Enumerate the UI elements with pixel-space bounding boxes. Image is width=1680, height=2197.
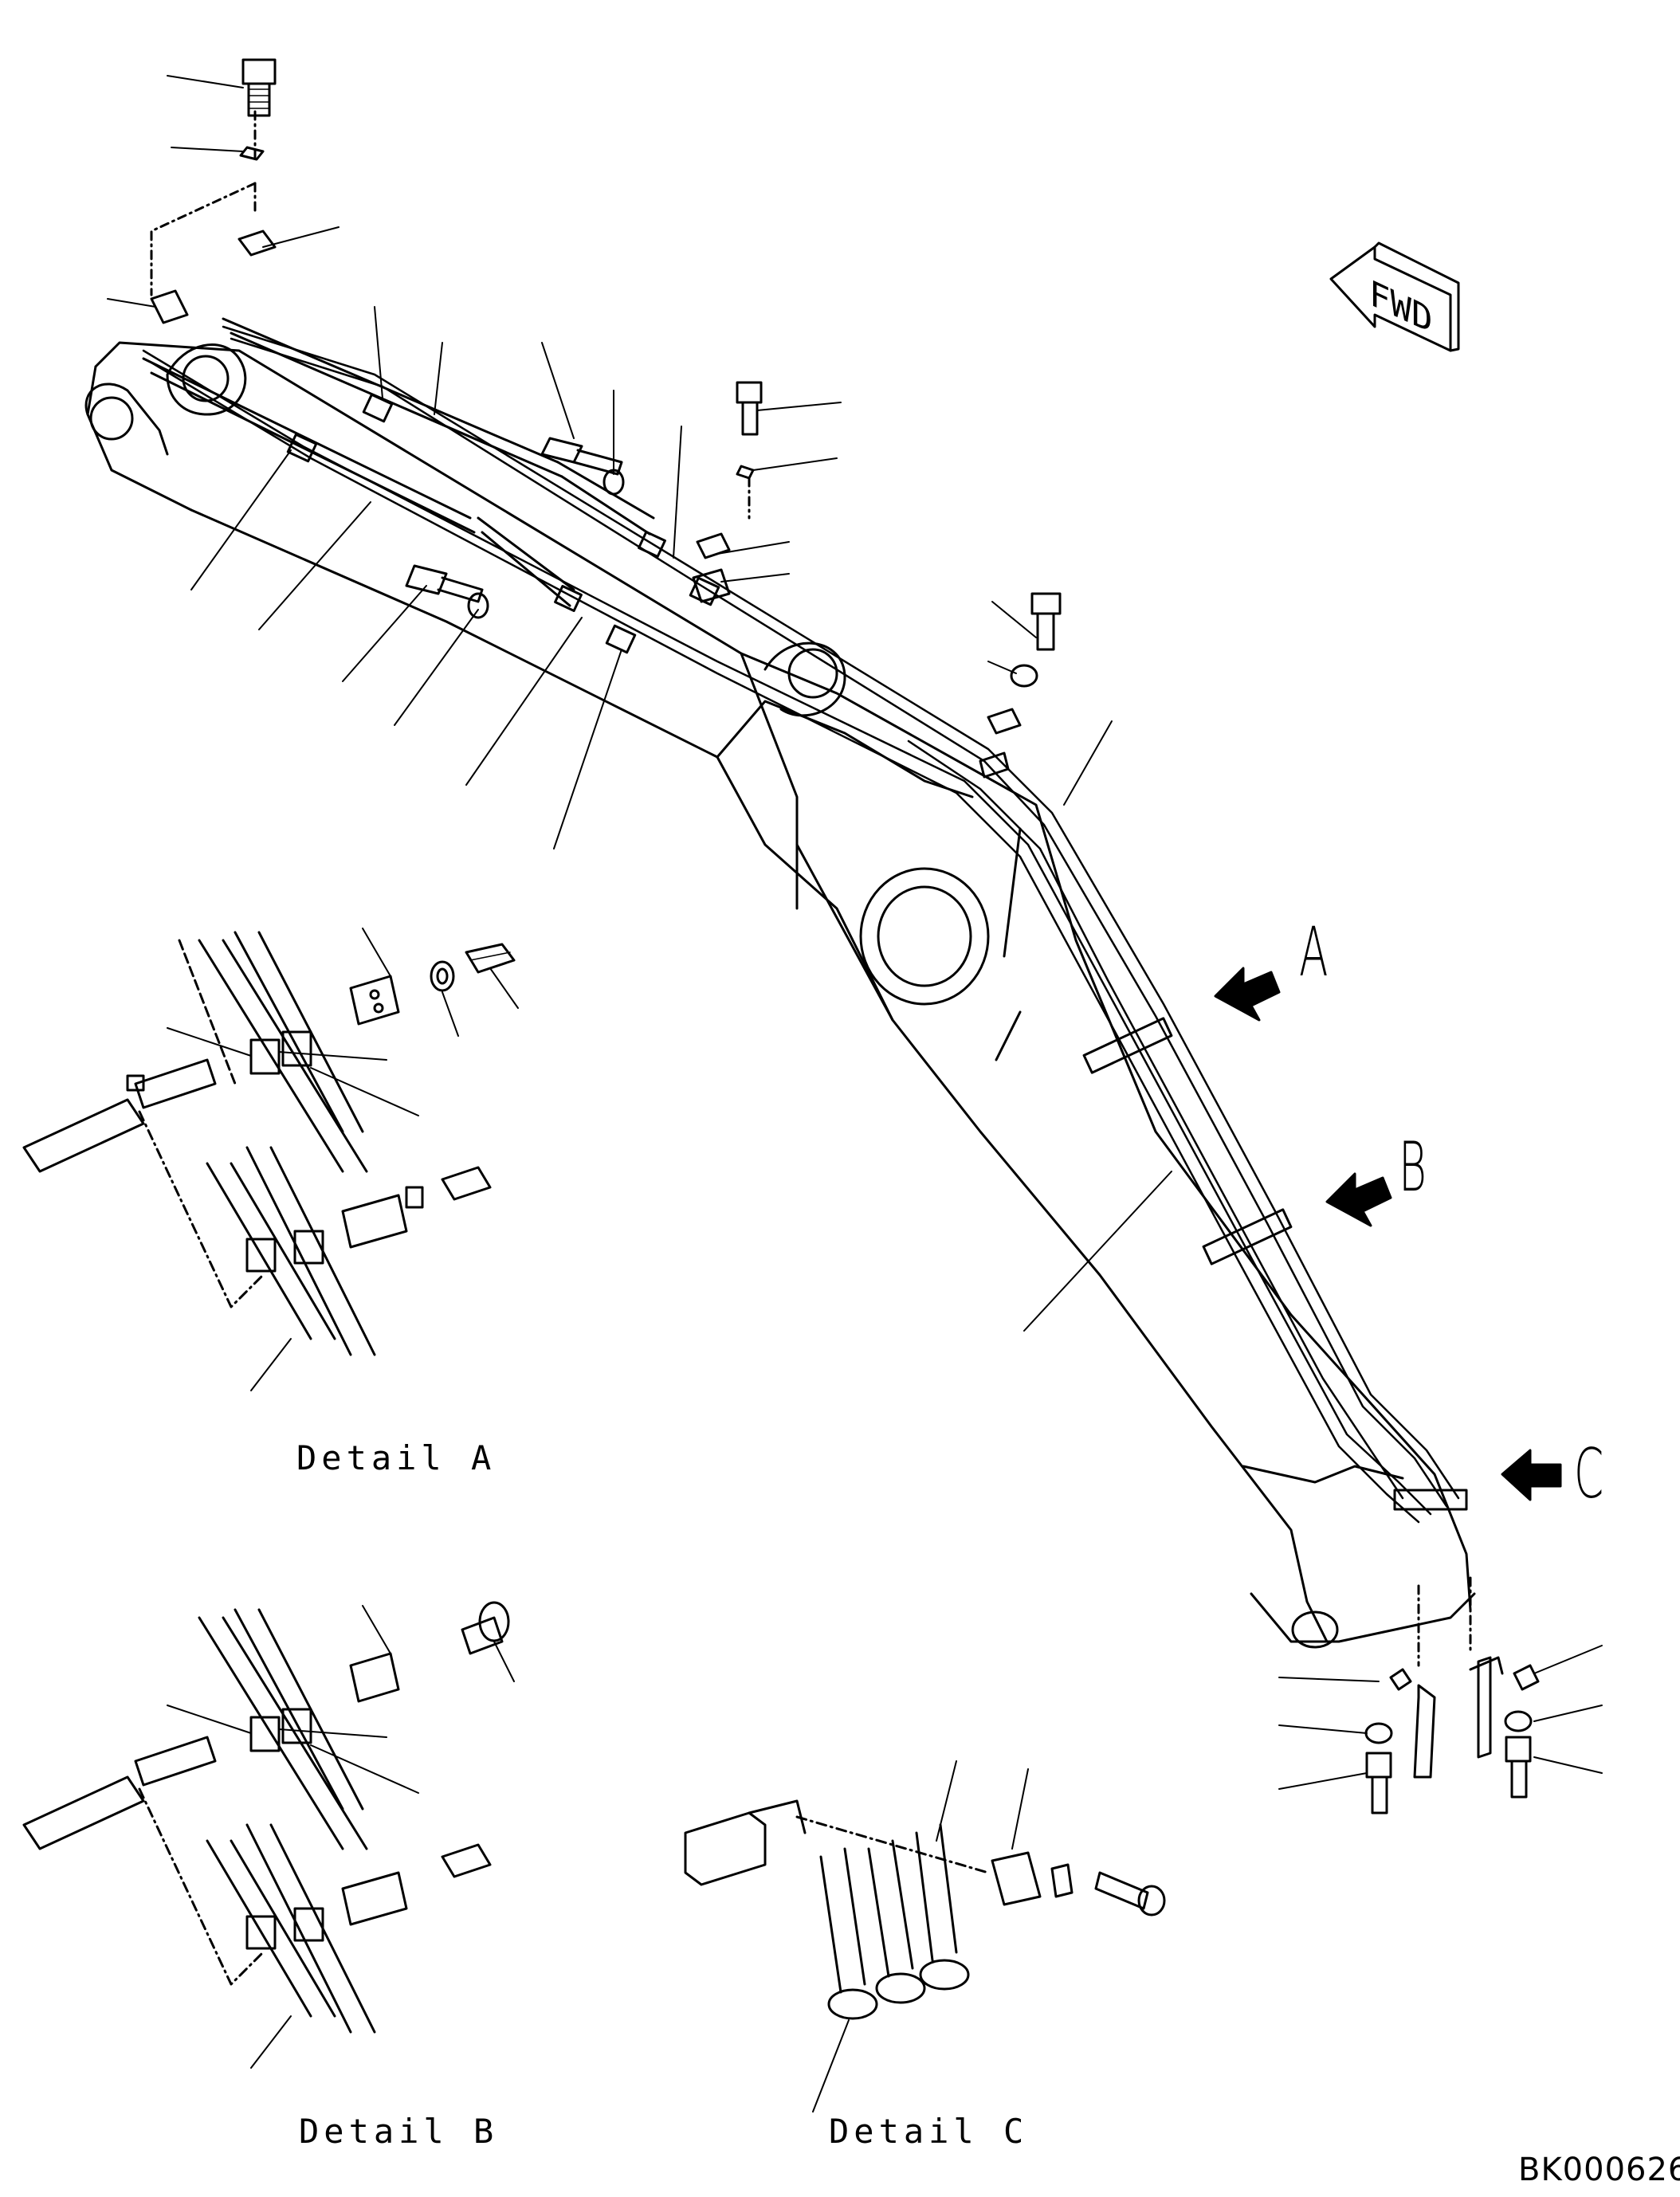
detail-c-view [684, 1760, 1166, 2113]
callout-arrows [1214, 967, 1562, 1501]
arm-top-edge [94, 341, 1472, 1611]
drawing-code: BK000626 [1518, 2152, 1680, 2188]
callout-label-c: C [1574, 1434, 1604, 1514]
arm-bottom-edge [190, 508, 1329, 1643]
detail-b-view [22, 1601, 515, 2069]
arm-left-end [86, 365, 193, 512]
fwd-mark [1329, 241, 1460, 352]
detail-b-title: Detail B [299, 2112, 499, 2151]
callout-label-a: A [1299, 912, 1329, 992]
arrow-c [1501, 1449, 1562, 1501]
foot-pin [859, 867, 990, 1006]
center-boss [763, 641, 846, 717]
exploded-tubes [142, 317, 720, 654]
fasteners-main [150, 58, 1062, 779]
detail-a-title: Detail A [296, 1438, 497, 1477]
hydraulic-tubes [142, 325, 1460, 1524]
clamp-bands [1082, 1017, 1468, 1511]
arrow-b [1325, 1172, 1392, 1227]
detail-c-title: Detail C [829, 2112, 1029, 2151]
detail-a-view [22, 928, 519, 1391]
arrow-a [1214, 967, 1281, 1022]
arm-tip [1250, 1592, 1476, 1643]
leader-lines-main [107, 75, 1172, 1332]
tip-fasteners [1278, 1576, 1603, 1814]
callout-label-b: B [1399, 1128, 1427, 1207]
